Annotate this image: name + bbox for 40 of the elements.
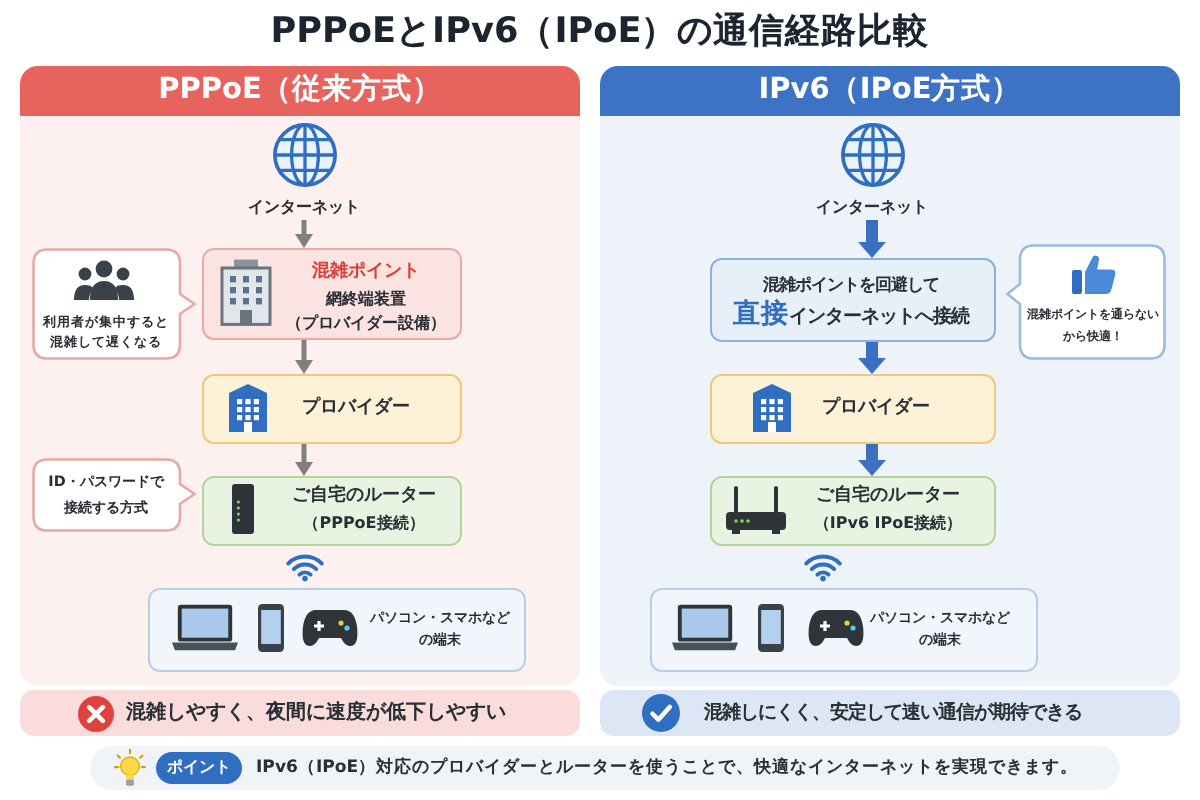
panel [20,66,580,686]
result-bar [600,690,1180,736]
result-text: 混雑しにくく、安定して速い通信が期待できる [704,699,1084,728]
panel-header: PPPoE（従来方式） [20,66,580,116]
arrow [295,340,313,374]
box-title: プロバイダー [820,394,932,422]
process-box [710,258,996,342]
box-title: ご自宅のルーター [290,484,438,510]
arrow [858,220,886,258]
speech-bubble [32,248,196,360]
arrow [858,444,886,476]
speech-bubble [32,458,196,532]
process-box [202,476,462,546]
process-box [202,248,462,340]
speech-bubble [1006,244,1166,360]
result-bar [20,690,580,736]
box-title: ご自宅のルーター [814,484,962,510]
box-text: （IPv6 IPoE接続） [811,512,965,536]
node-label: インターネット [814,194,930,218]
box-text: （PPPoE接続） [301,512,427,536]
box-title: 混雑ポイント [310,258,422,284]
process-box [202,374,462,444]
title: PPPoEとIPv6（IPoE）の通信経路比較 [268,10,932,56]
node-label: インターネット [246,194,362,218]
box-text: 混雑ポイントを回避して [761,272,941,296]
process-box [710,476,996,546]
panel [600,66,1180,686]
process-box [710,374,996,444]
arrow [858,342,886,374]
arrow [295,220,313,248]
box-text: 網終端装置（プロバイダー設備） [284,286,448,334]
tip-text: IPv6（IPoE）対応のプロバイダーとルーターを使うことで、快適なインターネットを実現できます。 [256,755,1081,782]
tip-bar [90,746,1120,790]
process-box [650,588,1038,672]
result-text: 混雑しやすく、夜間に速度が低下しやすい [126,698,508,728]
arrow [295,444,313,476]
process-box [148,588,526,672]
box-title: プロバイダー [300,394,412,422]
panel-header: IPv6（IPoE方式） [600,66,1180,116]
box-title: 直接インターネットへ接続 [731,296,972,334]
